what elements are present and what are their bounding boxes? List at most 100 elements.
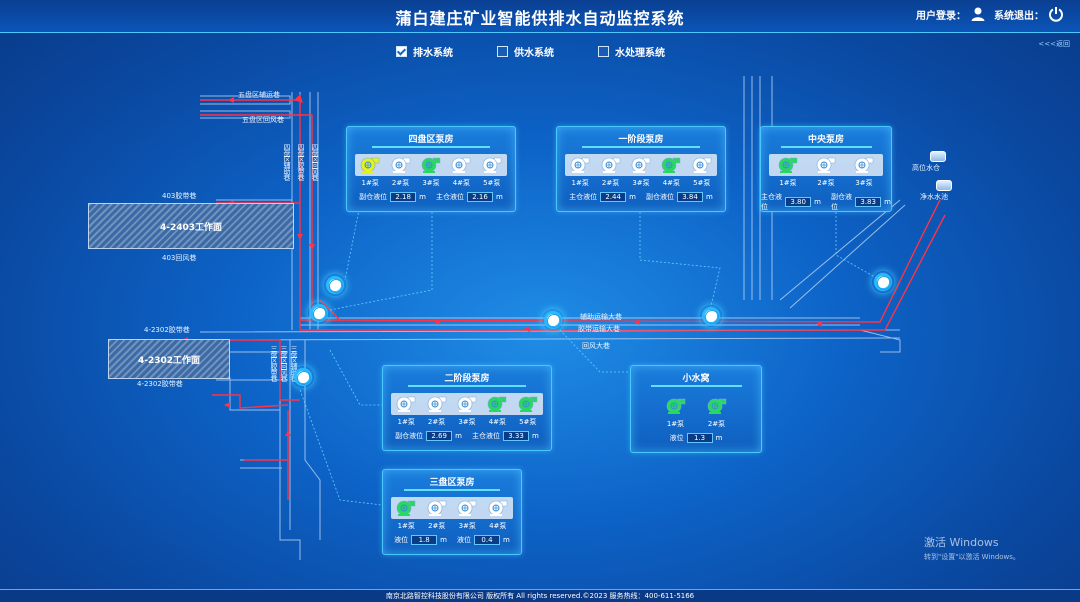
pump-hub-icon[interactable] — [308, 302, 330, 324]
level-value: 2.18 — [390, 192, 417, 202]
pump-label: 4#泵 — [662, 179, 681, 187]
level-value: 3.80 — [785, 197, 812, 207]
clean-pool-icon — [936, 180, 952, 191]
pump-label: 1#泵 — [571, 179, 589, 187]
level-label: 副仓液位 — [395, 432, 424, 440]
pump-hub-icon[interactable] — [542, 309, 564, 331]
workface-302[interactable]: 4-2302工作面 — [108, 339, 230, 379]
pump-hub-icon[interactable] — [292, 366, 314, 388]
level-value: 2.16 — [467, 192, 493, 202]
pump-icon[interactable] — [691, 156, 713, 174]
back-link[interactable]: <<<返回 — [1038, 40, 1070, 48]
pump-icon[interactable] — [517, 395, 539, 413]
level-unit: m — [629, 193, 636, 201]
pump-hub-icon[interactable] — [700, 305, 722, 327]
pump-row — [391, 497, 513, 519]
pump-icon[interactable] — [426, 395, 448, 413]
pump-label: 3#泵 — [422, 179, 440, 187]
pump-icon[interactable] — [569, 156, 591, 174]
pump-row — [391, 393, 543, 415]
level-unit: m — [706, 193, 713, 201]
label-huifeng-daxiang: 回风大巷 — [582, 342, 610, 350]
pump-icon[interactable] — [359, 156, 381, 174]
level-value: 1.8 — [411, 535, 438, 545]
pump-icon[interactable] — [390, 156, 412, 174]
label-403-huifeng: 403回风巷 — [162, 254, 197, 262]
power-icon[interactable] — [1048, 6, 1064, 22]
pump-icon[interactable] — [630, 156, 652, 174]
pump-icon[interactable] — [456, 395, 478, 413]
tab-water-treatment[interactable]: 水处理系统 — [598, 44, 665, 59]
pump-label: 4#泵 — [488, 418, 507, 426]
pump-hub-icon[interactable] — [872, 271, 894, 293]
level-label: 液位 — [457, 536, 471, 544]
pump-label: 4#泵 — [452, 179, 471, 187]
pump-icon[interactable] — [426, 499, 448, 517]
connector-lines — [299, 204, 881, 506]
watermark-line2: 转到"设置"以激活 Windows。 — [924, 553, 1020, 561]
pump-icon[interactable] — [600, 156, 622, 174]
pump-icon[interactable] — [853, 156, 875, 174]
windows-activation-watermark: 激活 Windows 转到"设置"以激活 Windows。 — [924, 534, 1020, 562]
pump-icon[interactable] — [420, 156, 442, 174]
level-value: 2.69 — [426, 431, 453, 441]
label-jiaodai-yunshu: 胶带运输大巷 — [578, 325, 620, 333]
level-value: 3.84 — [677, 192, 703, 202]
label-high-tank: 高位水仓 — [912, 164, 940, 172]
level-value: 1.3 — [686, 433, 713, 443]
user-icon[interactable] — [970, 6, 986, 22]
pump-icon[interactable] — [777, 156, 799, 174]
pump-icon[interactable] — [395, 499, 417, 517]
pump-icon[interactable] — [815, 156, 837, 174]
pump-row — [769, 154, 883, 176]
water-treatment-checkbox[interactable] — [598, 46, 609, 57]
header-actions: 用户登录： 系统退出： — [916, 6, 1072, 22]
pump-icon[interactable] — [665, 397, 687, 415]
level-unit: m — [715, 434, 723, 442]
station-title: 小水窝 — [650, 371, 742, 387]
water-supply-checkbox[interactable] — [497, 46, 508, 57]
pump-icon[interactable] — [456, 499, 478, 517]
pump-icon[interactable] — [660, 156, 682, 174]
drainage-checkbox[interactable] — [396, 46, 407, 57]
tab-water-supply[interactable]: 供水系统 — [497, 44, 554, 59]
tab-label: 排水系统 — [413, 48, 453, 59]
pump-icon[interactable] — [486, 395, 508, 413]
workface-403[interactable]: 4-2403工作面 — [88, 203, 294, 249]
station-title: 二阶段泵房 — [408, 371, 526, 387]
label-clean-pool: 净水水池 — [920, 193, 948, 201]
label-sipan-jiaodai: 四盘区胶带巷 — [297, 144, 305, 180]
pump-icon[interactable] — [395, 395, 417, 413]
pump-icon[interactable] — [706, 397, 728, 415]
pump-hub-icon[interactable] — [324, 274, 346, 296]
pump-label: 2#泵 — [817, 179, 835, 187]
level-unit: m — [455, 432, 462, 440]
pump-row — [355, 154, 507, 176]
tab-drainage[interactable]: 排水系统 — [396, 44, 453, 59]
pump-icon[interactable] — [450, 156, 472, 174]
level-unit: m — [532, 432, 539, 440]
tunnel-outlines — [199, 76, 906, 560]
label-wupan-fuyun: 五盘区辅运巷 — [238, 91, 280, 99]
pump-icon[interactable] — [481, 156, 503, 174]
level-value: 3.83 — [855, 197, 882, 207]
level-label: 主仓液位 — [436, 193, 464, 201]
level-label: 副仓液位 — [831, 193, 852, 211]
level-unit: m — [440, 536, 447, 544]
pump-icon[interactable] — [487, 499, 509, 517]
